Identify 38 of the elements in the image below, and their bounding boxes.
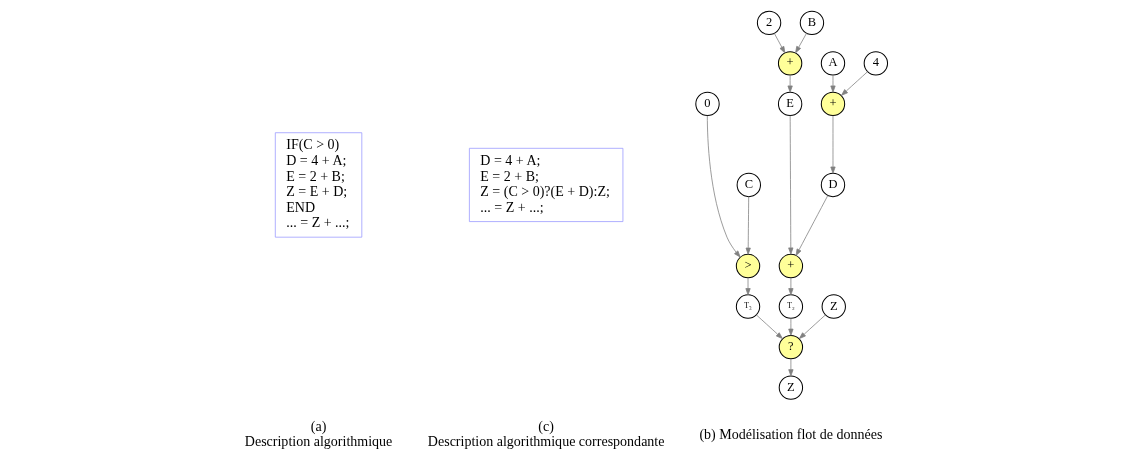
label: (c) Description algorithmique correspondante [427,418,664,450]
node-circle: A [820,51,845,76]
arrow [787,74,793,93]
node-circle: 4 [863,51,888,76]
node-circle: D [820,172,845,198]
node-circle: 2 [756,10,781,36]
node-circle: 0 [694,91,720,117]
arrow [829,115,836,174]
arrow [787,358,793,377]
arrow [798,314,826,339]
arrow [745,196,751,255]
node-circle: ? [778,334,803,360]
arrow [744,277,751,296]
label: (b) Modélisation flot de données [698,426,882,442]
arrow [755,314,783,339]
arrow [795,195,828,256]
node-circle: + [820,91,845,117]
arrow [787,115,793,255]
node-circle: C [736,172,761,198]
label: (a) Description algorithmique [244,418,392,450]
node-circle: + [778,253,803,279]
arrow [794,32,807,54]
arrow [706,115,741,258]
node-circle: + [777,51,802,76]
arrow [773,33,785,54]
node-circle: E [777,91,802,117]
arrow [840,71,868,96]
arrow [787,277,793,296]
arrow [829,74,836,93]
node-box: IF(C > 0) D = 4 + A; E = 2 + B; Z = E + D; END ... = Z + ...; [274,132,362,238]
arrow [787,318,793,336]
node-box: D = 4 + A; E = 2 + B; Z = (C > 0)?(E + D):Z; ... = Z + ...; [468,147,623,222]
node-circle: Z [778,375,803,400]
node-circle: B [799,10,824,36]
node-circle: T₃ [735,294,760,319]
node-circle: T₂ [778,294,803,319]
node-circle: > [735,253,760,279]
node-circle: Z [821,294,846,319]
